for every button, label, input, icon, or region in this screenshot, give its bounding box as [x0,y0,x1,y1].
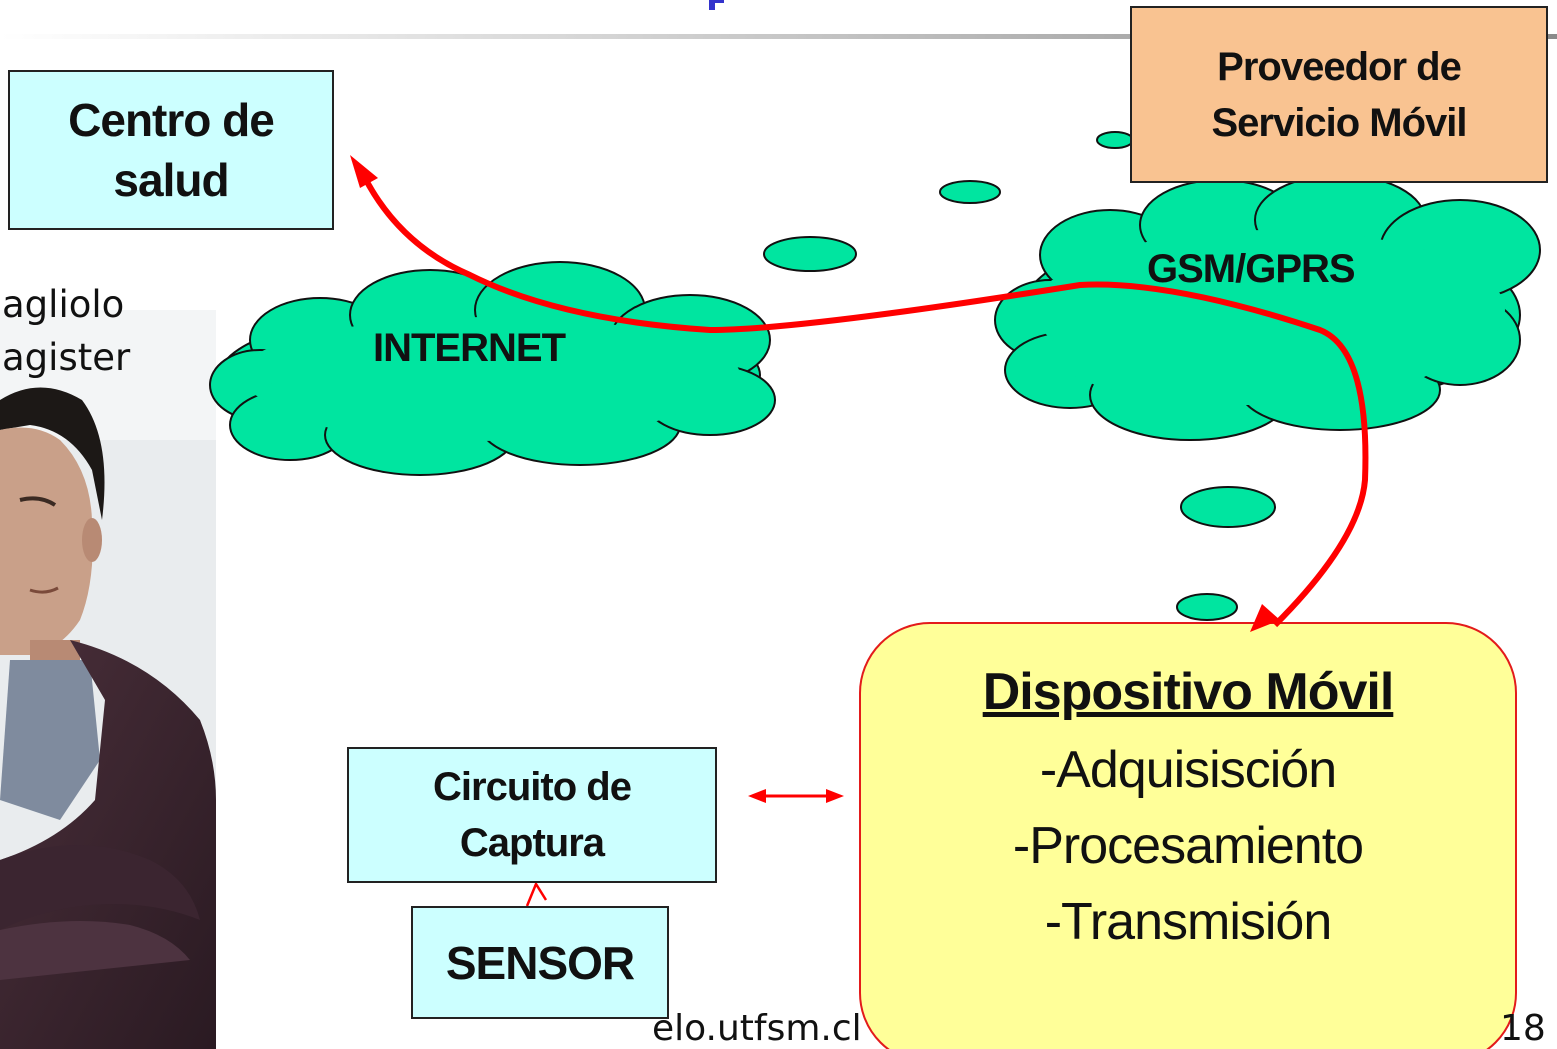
sensor-label: SENSOR [445,936,635,989]
function-acquisition: -Adquisisción [1039,741,1337,799]
gsm-cloud [994,174,1541,441]
author-title-fragment: agister [2,336,131,379]
mobile-device-title: Dispositivo Móvil [982,663,1395,721]
author-name-fragment: agliolo [2,283,125,326]
gsm-gprs-label: GSM/GPRS [1147,247,1356,291]
signal-bubbles [763,131,1276,621]
capture-circuit-box: Circuito de Captura [347,747,717,883]
health-center-line1: Centro de [68,94,275,146]
mobile-device-box [859,622,1517,1049]
health-center-line2: salud [113,154,229,206]
capture-circuit-line2: Captura [459,821,605,865]
header-bar [0,34,1557,39]
function-transmission: -Transmisión [1044,893,1333,951]
health-center-box: Centro de salud [8,70,334,230]
sensor-arrow [525,881,548,907]
function-processing: -Procesamiento [1012,817,1364,875]
page-number: 18 [1500,1008,1546,1049]
sensor-box: SENSOR [411,906,669,1019]
title-fragment [709,0,724,10]
arrowhead-to-device [1250,604,1280,632]
provider-line2: Servicio Móvil [1211,100,1468,145]
capture-circuit-line1: Circuito de [433,765,632,809]
mobile-device-content: Dispositivo Móvil -Adquisisción -Procesa… [862,652,1514,960]
person-photo-icon [0,310,216,1049]
internet-label: INTERNET [373,326,566,370]
network-path-arrow [362,176,1369,628]
arrowhead-to-health-center [350,155,378,188]
internet-cloud [209,261,776,476]
provider-line1: Proveedor de [1217,44,1462,89]
footer-site: elo.utfsm.cl [652,1008,862,1049]
provider-box: Proveedor de Servicio Móvil [1130,6,1548,183]
